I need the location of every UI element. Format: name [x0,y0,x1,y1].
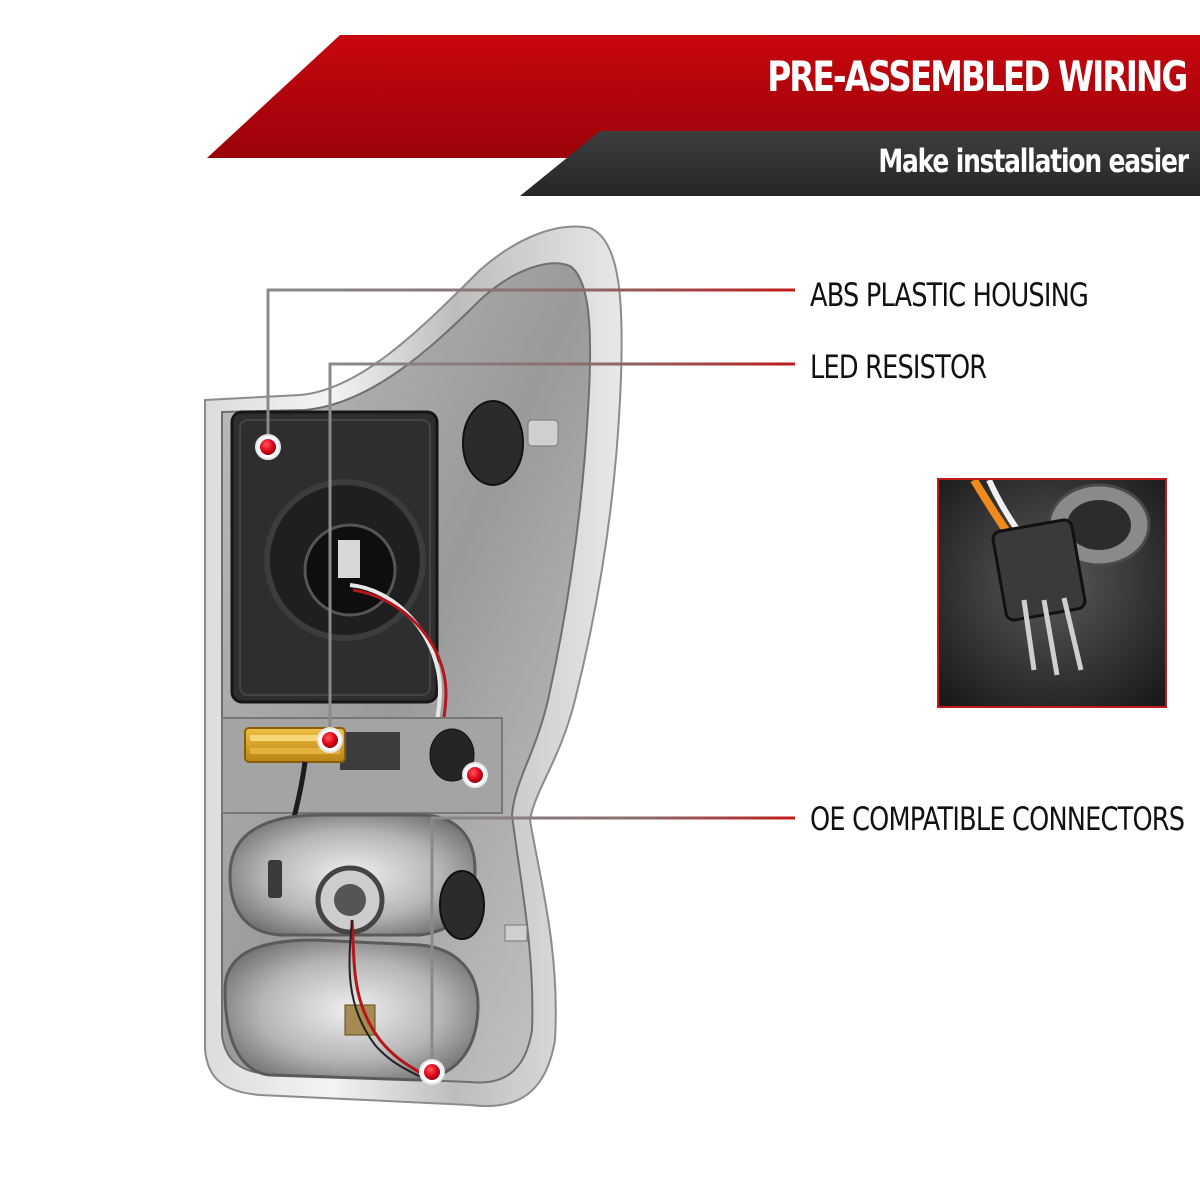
oe-connector-plug [429,728,475,782]
inset-connector-body [991,518,1087,622]
mounting-stud-bottom [504,924,528,942]
inset-socket-center [1067,500,1131,550]
bulb-led-tip [338,540,360,578]
banner-subtitle: Make installation easier [878,142,1189,180]
bulb-socket-lower-center [334,884,366,916]
rubber-grommet [462,400,524,486]
led-resistor-fin-1 [250,735,340,741]
led-resistor-body [244,727,346,763]
banner-title: PRE-ASSEMBLED WIRING [766,52,1188,101]
small-connector [268,860,282,898]
mounting-stud-top [527,419,559,447]
banner-gray-stripe [520,131,1200,196]
connector-closeup-photo [939,480,1165,706]
header-banner [207,35,1200,196]
banner-red-stripe [207,35,1200,158]
led-resistor-fin-2 [250,748,340,754]
rubber-grommet-lower [439,870,485,940]
inset-connector-pins [1021,597,1084,676]
connector-closeup-inset [937,478,1167,708]
connector-slot [340,732,400,770]
callout-label-connectors: OE COMPATIBLE CONNECTORS [810,800,1185,838]
callout-label-housing: ABS PLASTIC HOUSING [810,276,1089,314]
wire-red-lower [350,919,432,1082]
callout-label-resistor: LED RESISTOR [810,348,987,386]
wire-black-lower [348,919,431,1083]
